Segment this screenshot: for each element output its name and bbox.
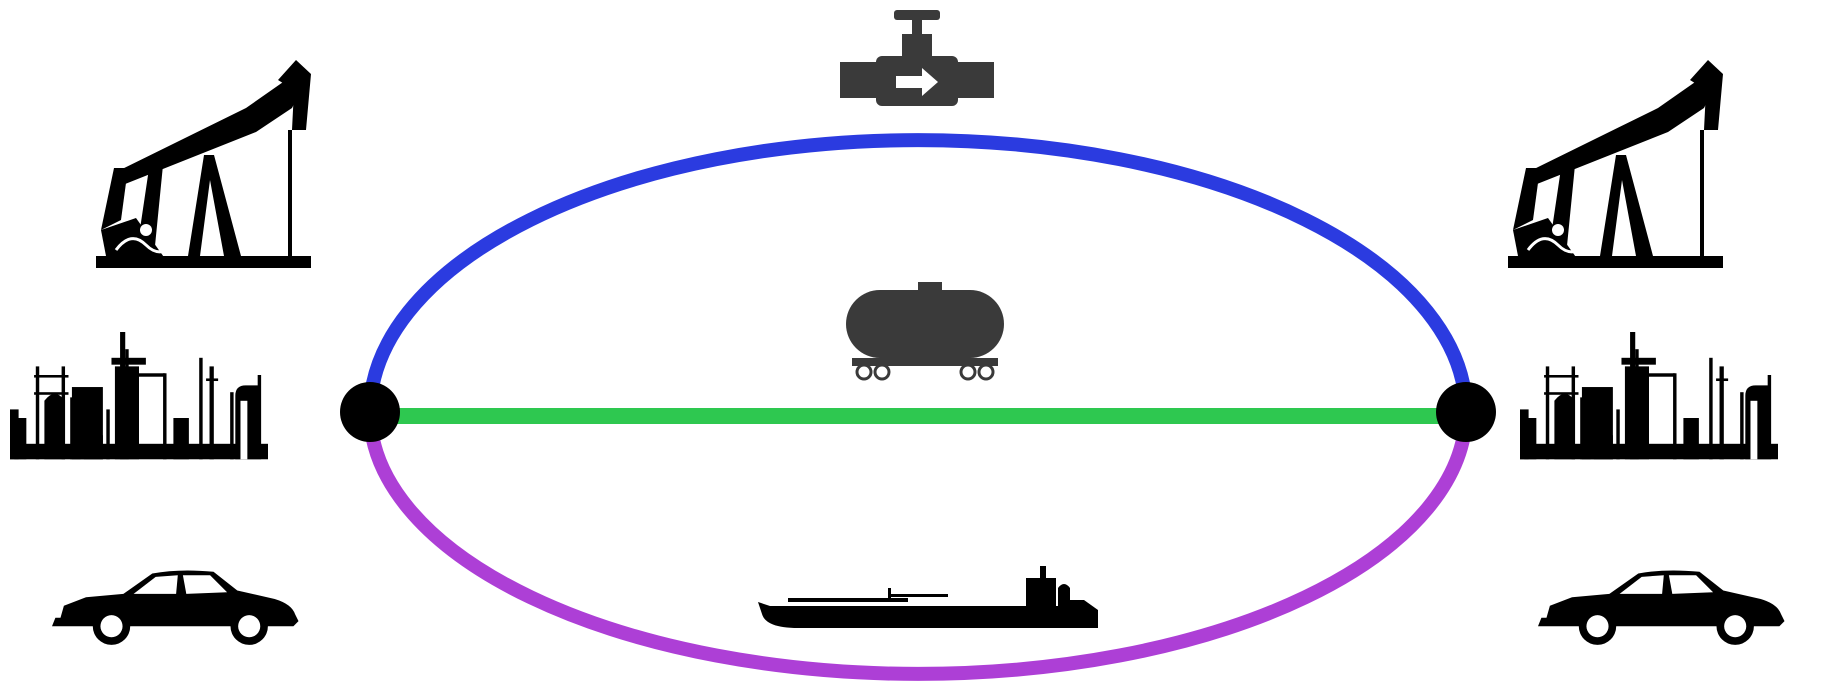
right-pumpjack-icon (1508, 60, 1723, 268)
left-node (340, 382, 400, 442)
rail-tank-car-icon (846, 282, 1004, 379)
valve-icon (840, 10, 994, 106)
oil-tanker-ship-icon (758, 566, 1098, 628)
right-refinery-icon (1520, 332, 1778, 459)
left-car-icon (52, 570, 299, 644)
sea-route-arc (370, 412, 1466, 674)
left-pumpjack-icon (96, 60, 311, 268)
right-car-icon (1538, 570, 1785, 644)
left-refinery-icon (10, 332, 268, 459)
right-node (1436, 382, 1496, 442)
pipeline-route-arc (370, 140, 1466, 412)
